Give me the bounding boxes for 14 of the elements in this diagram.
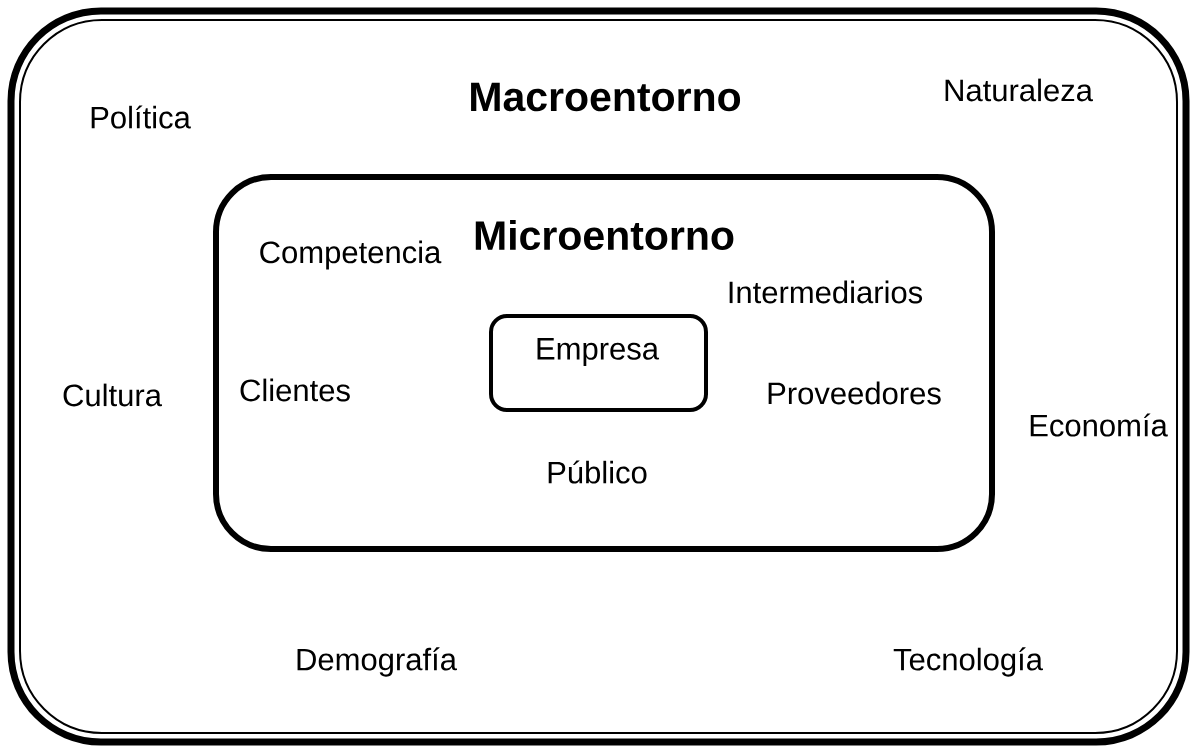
label-text: Cultura (63, 383, 162, 407)
label-text: Competencia (260, 240, 442, 270)
heading: Microentorno (475, 219, 734, 251)
label-text: Proveedores (768, 381, 941, 405)
label-text: Política (91, 105, 191, 129)
label-text: Público (548, 460, 647, 484)
label-text: Empresa (537, 338, 660, 366)
heading: Macroentorno (471, 82, 741, 112)
label-text: Intermediarios (729, 280, 923, 304)
label-text: Tecnología (893, 647, 1043, 677)
label-text: Demografía (297, 647, 457, 677)
label-text: Economía (1030, 413, 1168, 437)
label-text: Naturaleza (945, 78, 1093, 102)
label-text: Clientes (240, 378, 350, 402)
